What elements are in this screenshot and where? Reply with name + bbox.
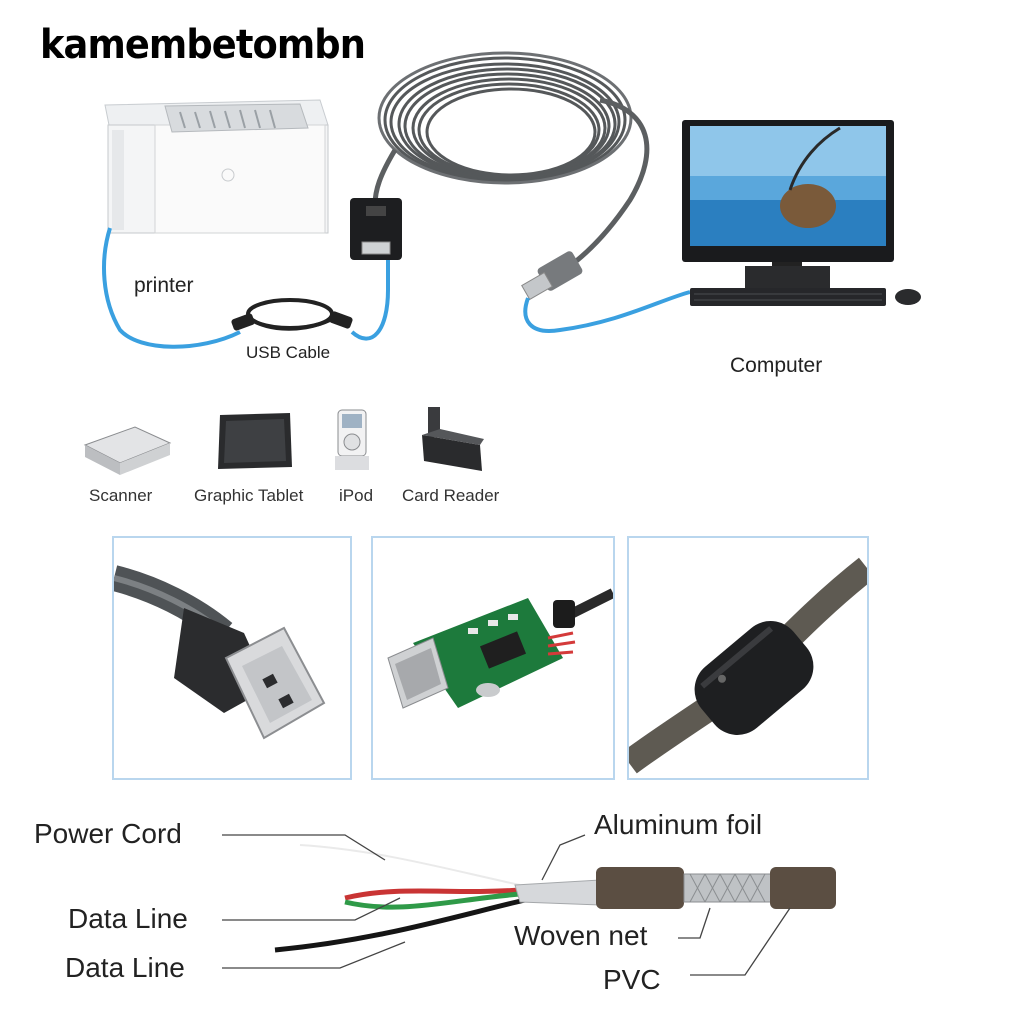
pvc-segment-1 — [596, 867, 684, 909]
printer-label: printer — [134, 274, 194, 297]
label-woven-net: Woven net — [514, 920, 648, 951]
black-wire — [274, 897, 526, 953]
circuit-board-closeup — [387, 588, 613, 709]
detail-panel-ferrite-core — [627, 536, 869, 780]
extension-usb-plug — [521, 251, 583, 301]
power-cord-wire — [299, 844, 521, 886]
cable-cross-section-diagram — [222, 834, 836, 976]
ipod-icon — [335, 409, 369, 470]
connection-diagram — [102, 51, 921, 349]
printer-image — [104, 99, 329, 234]
mouse-image — [895, 289, 921, 305]
device-label-ipod: iPod — [339, 486, 374, 505]
device-icons-row — [83, 407, 484, 475]
device-label-card-reader: Card Reader — [402, 486, 500, 505]
card-reader-icon — [422, 407, 484, 471]
label-power-cord: Power Cord — [34, 818, 182, 849]
blue-cable-right — [523, 290, 691, 333]
blue-cable-left — [102, 227, 241, 349]
blue-cable-middle — [350, 258, 390, 341]
ferrite-core-closeup — [629, 557, 867, 774]
usb-cable-label: USB Cable — [246, 343, 331, 362]
green-data-wire — [344, 891, 521, 910]
detail-panel-circuit-board — [371, 536, 615, 780]
coiled-extension-cable-image — [372, 51, 650, 264]
usb-plug-closeup — [114, 565, 326, 740]
computer-monitor-image — [682, 120, 894, 288]
aluminum-foil-layer — [514, 879, 601, 906]
device-label-scanner: Scanner — [89, 486, 153, 505]
watermark-text: kamembetombn — [40, 22, 366, 68]
scanner-icon — [83, 426, 172, 475]
pvc-segment-2 — [770, 867, 836, 909]
tablet-icon — [218, 413, 292, 469]
detail-panel-usb-plug — [112, 536, 352, 780]
device-label-graphic-tablet: Graphic Tablet — [194, 486, 304, 505]
active-repeater-box — [350, 198, 402, 260]
red-data-wire — [344, 887, 521, 901]
computer-label: Computer — [730, 354, 823, 377]
label-data-line-1: Data Line — [68, 903, 188, 934]
leader-lines — [222, 834, 791, 976]
keyboard-image — [690, 288, 886, 306]
label-aluminum-foil: Aluminum foil — [594, 809, 763, 840]
label-data-line-2: Data Line — [65, 952, 185, 983]
label-pvc: PVC — [603, 964, 661, 995]
usb-cable-image — [231, 298, 353, 331]
